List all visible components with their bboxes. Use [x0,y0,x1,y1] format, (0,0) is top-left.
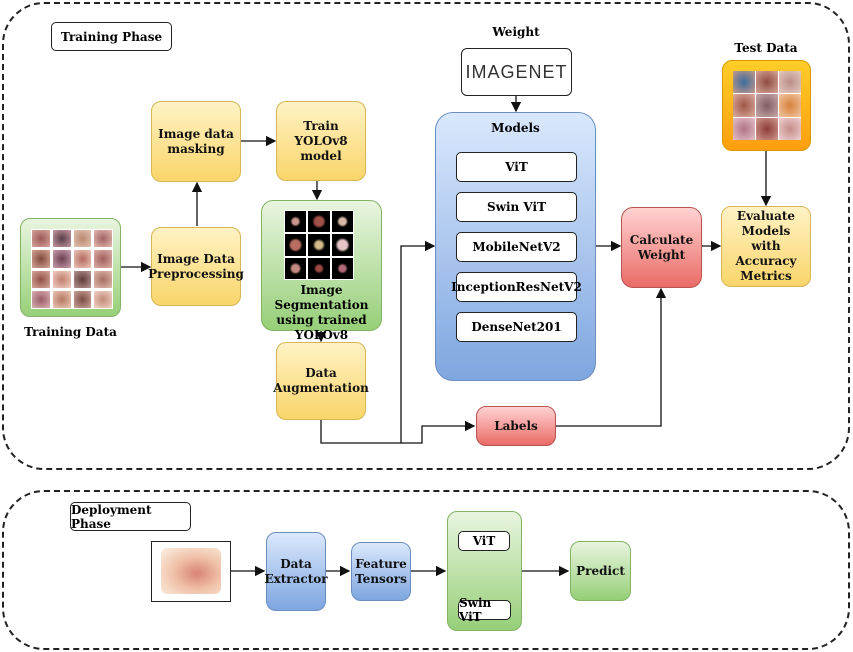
test-data-box [722,60,811,151]
skin-lesion-thumb [93,269,113,289]
predict-node: Predict [570,541,631,601]
deployment-input-image-frame [151,541,231,602]
skin-lesion-thumb [93,289,113,309]
weight-label: Weight [492,25,540,39]
skin-lesion-thumb [31,289,51,309]
skin-lesion-thumb [31,229,51,249]
models-title: Models [491,121,540,135]
training-phase-container [2,2,850,470]
image-segmentation-node: Image Segmentation using trained YOLOv8 [261,200,382,342]
segmented-lesion-thumb [285,211,307,233]
segmented-lesion-thumb [308,211,330,233]
training-data-box [20,218,121,317]
segmented-lesion-thumb [331,234,353,256]
skin-lesion-thumb [779,71,801,94]
train-yolov8-node: Train YOLOv8 model [276,101,366,181]
data-extractor-node: Data Extractor [264,532,328,611]
evaluate-models-node: Evaluate Models with Accuracy Metrics [721,206,811,287]
training-data-image-grid [31,229,113,309]
segmented-lesion-thumb [331,257,353,279]
image-data-preprocessing-node: Image Data Preprocessing [148,227,244,306]
skin-lesion-thumb [756,117,778,140]
skin-lesion-thumb [51,289,72,309]
deployment-phase-label: Deployment Phase [70,502,191,531]
image-data-masking-node: Image data masking [151,101,241,182]
segmented-lesion-thumb [285,257,307,279]
skin-lesion-thumb [72,229,93,249]
skin-lesion-thumb [31,249,51,269]
skin-lesion-thumb [779,117,801,140]
model-densenet201: DenseNet201 [456,312,577,342]
model-vit: ViT [456,152,577,182]
skin-lesion-thumb [72,249,93,269]
test-data-label: Test Data [734,41,798,55]
skin-lesion-thumb [733,94,755,117]
training-phase-label: Training Phase [51,22,172,51]
deployment-model-swin-vit: Swin ViT [458,596,511,624]
segmented-lesion-thumb [331,211,353,233]
imagenet-logo-box: IMAGENET [461,48,572,96]
imagenet-logo: IMAGENET [465,61,568,82]
segmented-lesion-thumb [308,234,330,256]
segmented-lesion-thumb [285,234,307,256]
skin-lesion-thumb [51,269,72,289]
test-data-image-grid [733,71,801,140]
skin-lesion-thumb [51,249,72,269]
skin-lesion-thumb [756,94,778,117]
deployment-phase-container [2,490,850,650]
training-data-label: Training Data [24,325,117,339]
skin-lesion-thumb [733,71,755,94]
arrow-augmentation-to-labels [401,420,476,444]
skin-lesion-thumb [72,269,93,289]
skin-lesion-thumb [733,117,755,140]
skin-lesion-thumb [31,269,51,289]
labels-node: Labels [476,406,556,446]
segmentation-mask-grid [284,210,354,280]
model-swin-vit: Swin ViT [456,192,577,222]
skin-lesion-thumb [779,94,801,117]
calculate-weight-node: Calculate Weight [621,207,702,288]
deployment-model-vit: ViT [458,531,510,551]
skin-lesion-thumb [756,71,778,94]
data-augmentation-node: Data Augmentation [273,342,369,420]
model-mobilenetv2: MobileNetV2 [456,232,577,262]
skin-lesion-thumb [72,289,93,309]
segmentation-caption: Image Segmentation using trained YOLOv8 [274,283,369,342]
arrow-labels-to-calculate [556,287,667,427]
model-inceptionresnetv2: InceptionResNetV2 [451,272,582,302]
segmented-lesion-thumb [308,257,330,279]
feature-tensors-node: Feature Tensors [351,542,411,601]
skin-lesion-thumb [93,229,113,249]
skin-lesion-thumb [51,229,72,249]
skin-lesion-thumb [93,249,113,269]
skin-patch-image [161,548,221,594]
